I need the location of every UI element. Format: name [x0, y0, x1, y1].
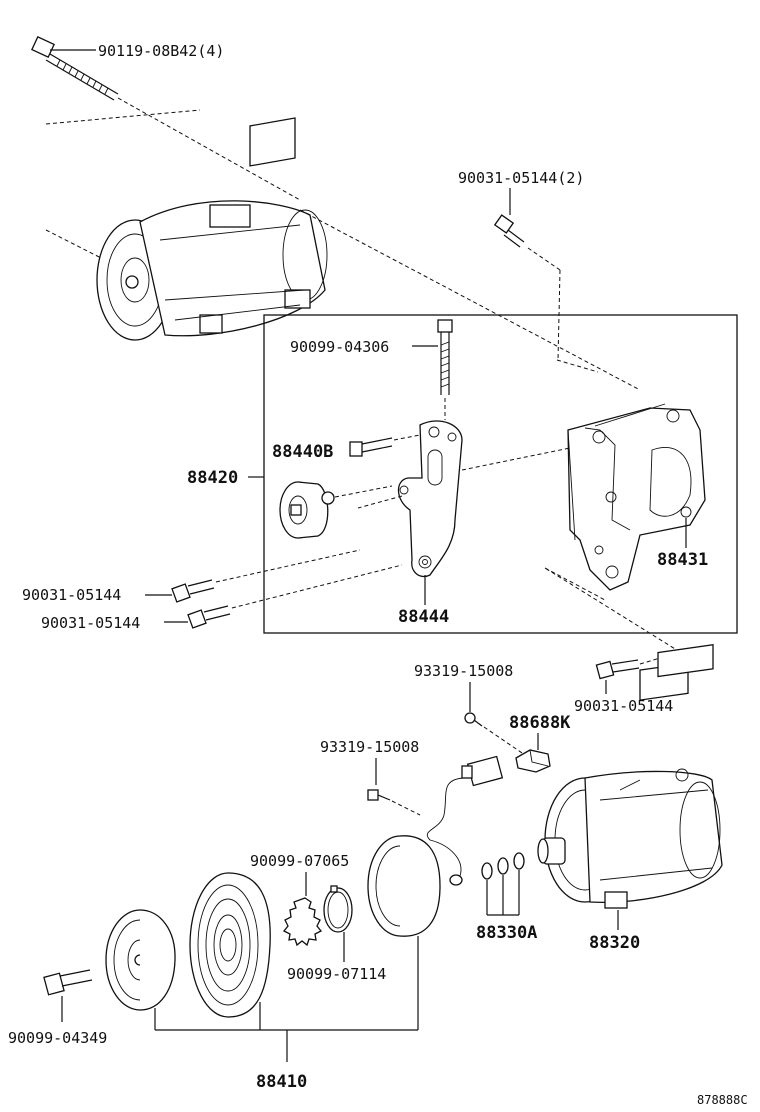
label-screw-1: 93319-15008	[414, 662, 513, 680]
label-snap-ring-1: 90099-07065	[250, 852, 349, 870]
mounting-bracket-icon	[567, 403, 706, 591]
label-screw-2: 93319-15008	[320, 738, 419, 756]
flange-bolt-left-2-icon	[187, 605, 231, 629]
clamp-icon	[515, 749, 551, 773]
bracket-plate-icon	[397, 420, 463, 578]
compressor-ghost-icon	[45, 109, 328, 341]
label-shims: 88330A	[476, 923, 537, 943]
idler-bolt-icon	[349, 437, 393, 457]
snap-ring-2-icon	[323, 885, 353, 933]
label-bracket: 88444	[398, 607, 449, 627]
label-bolt-mid-right: 90031-05144	[574, 697, 673, 715]
label-diagram-code: 878888C	[697, 1093, 748, 1107]
label-bolt-top: 90119-08B42(4)	[98, 42, 224, 60]
label-clamp: 88688K	[509, 713, 571, 733]
assembly-box	[263, 314, 738, 634]
compressor-icon	[537, 644, 723, 909]
label-assembly: 88420	[187, 468, 238, 488]
flange-bolt-left-1-icon	[171, 579, 215, 603]
small-screw-2-icon	[367, 789, 391, 801]
idler-pulley-icon	[279, 481, 335, 539]
label-mount-bracket: 88431	[657, 550, 708, 570]
snap-ring-1-icon	[282, 897, 323, 947]
field-coil-icon	[367, 835, 441, 937]
flange-bolt-icon	[493, 214, 525, 248]
label-clutch: 88410	[256, 1072, 307, 1092]
connector-wire-icon	[426, 755, 504, 886]
label-bolt-upper-right: 90031-05144(2)	[458, 169, 584, 187]
label-bracket-left-2: 90031-05144	[41, 614, 140, 632]
label-idler-bolt: 88440B	[272, 442, 333, 462]
clutch-hub-icon	[105, 909, 176, 1011]
long-bolt-icon	[31, 35, 119, 101]
hub-bolt-icon	[43, 969, 93, 996]
label-bracket-left-1: 90031-05144	[22, 586, 121, 604]
label-bracket-bolt: 90099-04306	[290, 338, 389, 356]
flange-bolt-mid-right-icon	[595, 659, 640, 680]
label-hub-bolt: 90099-04349	[8, 1029, 107, 1047]
vertical-bolt-icon	[437, 319, 453, 395]
shims-icon	[481, 852, 525, 880]
pulley-icon	[189, 872, 271, 1018]
label-snap-ring-2: 90099-07114	[287, 965, 386, 983]
label-compressor: 88320	[589, 933, 640, 953]
small-screw-1-icon	[464, 712, 483, 727]
